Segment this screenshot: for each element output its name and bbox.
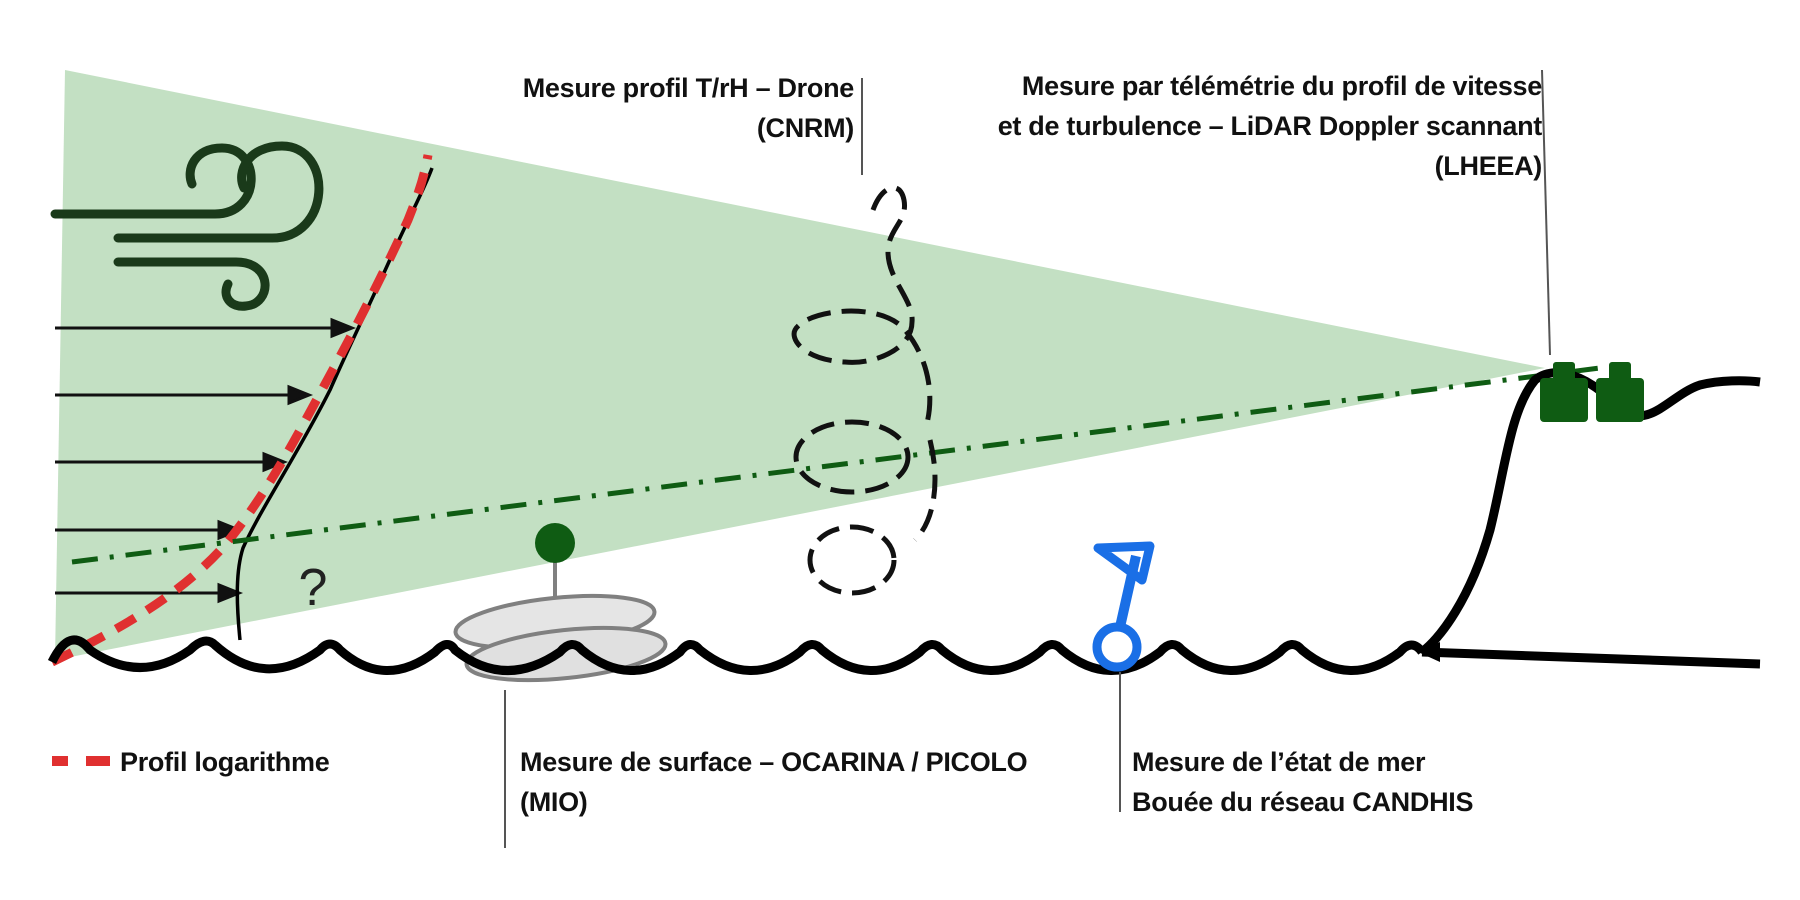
legend-log-profile-label: Profil logarithme xyxy=(120,747,330,777)
lidar-beam-center-line xyxy=(71,365,1601,565)
label-lidar: Mesure par télémétrie du profil de vites… xyxy=(997,71,1543,181)
label-drone: Mesure profil T/rH – Drone (CNRM) xyxy=(522,73,855,143)
buoy-icon xyxy=(1092,541,1155,672)
lidar-beam-cone xyxy=(55,70,1545,660)
coast-ground-arrow xyxy=(1418,642,1440,662)
question-mark: ? xyxy=(299,559,328,617)
legend-swatch-log-profile xyxy=(52,756,110,766)
drone-trajectory xyxy=(791,185,938,596)
sea-surface xyxy=(47,635,1426,675)
coastline xyxy=(1419,368,1761,656)
leader-lines xyxy=(504,69,1551,848)
wind-profile-arrows xyxy=(55,317,357,604)
lidar-device-icon xyxy=(1540,362,1644,422)
coast-ground xyxy=(1421,647,1761,669)
label-buoy: Mesure de l’état de mer Bouée du réseau … xyxy=(1132,747,1474,817)
wind-icon xyxy=(50,141,324,311)
log-profile-curve xyxy=(50,154,433,667)
measured-wind-profile xyxy=(235,167,434,641)
label-surface: Mesure de surface – OCARINA / PICOLO (MI… xyxy=(520,747,1028,817)
